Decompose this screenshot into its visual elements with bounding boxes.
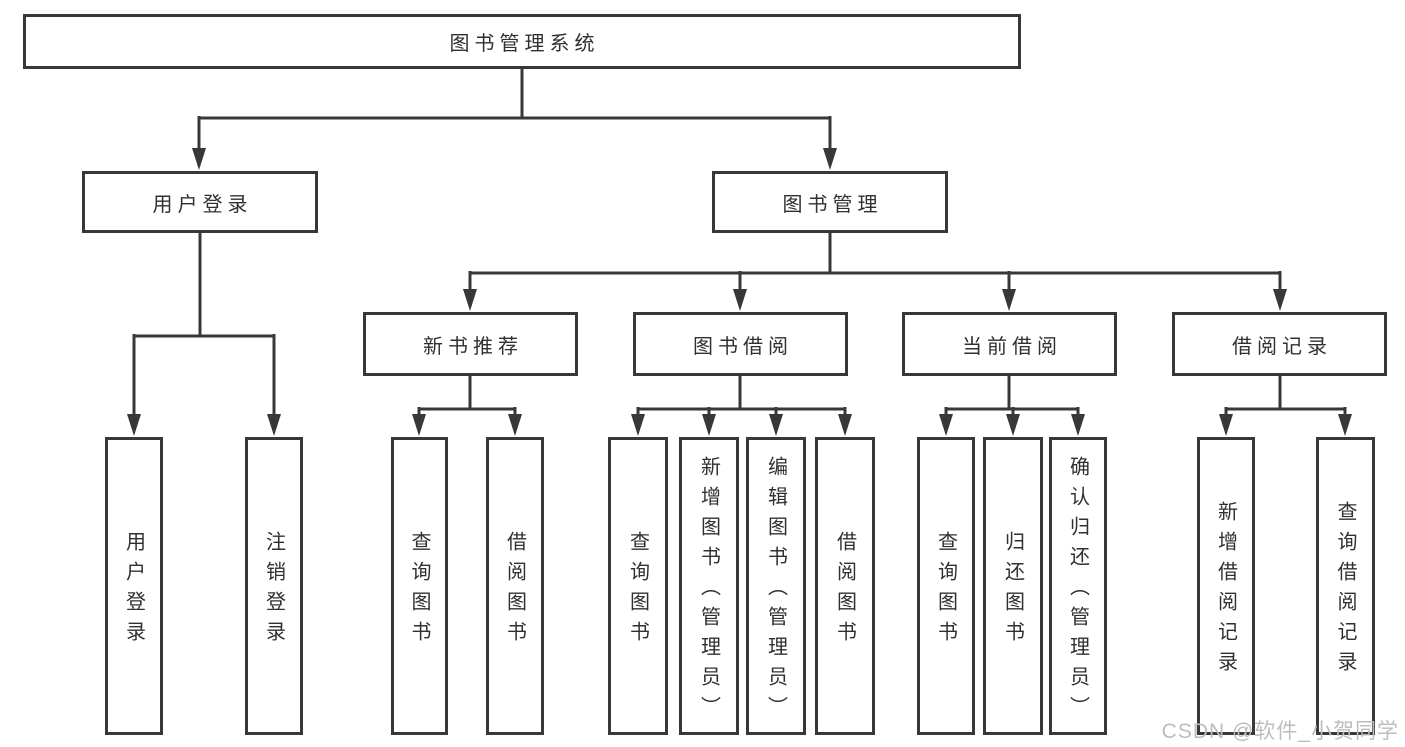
leaf-query-book-current: 查询图书	[917, 437, 975, 735]
node-current-borrow: 当前借阅	[902, 312, 1117, 376]
leaf-edit-book-admin: 编辑图书（管理员）	[746, 437, 806, 735]
leaf-user-login: 用户登录	[105, 437, 163, 735]
leaf-add-book-admin: 新增图书（管理员）	[679, 437, 739, 735]
leaf-query-book-borrow: 查询图书	[608, 437, 668, 735]
csdn-watermark: CSDN @软件_小贺同学	[1161, 720, 1399, 743]
node-new-book-recommend: 新书推荐	[363, 312, 578, 376]
leaf-return-book: 归还图书	[983, 437, 1043, 735]
node-book-management: 图书管理	[712, 171, 948, 233]
leaf-query-book-recommend: 查询图书	[391, 437, 448, 735]
arrow-down-icons	[127, 148, 1352, 436]
leaf-borrow-book-recommend: 借阅图书	[486, 437, 544, 735]
leaf-query-borrow-record: 查询借阅记录	[1316, 437, 1375, 735]
leaf-logout: 注销登录	[245, 437, 303, 735]
node-book-borrow: 图书借阅	[633, 312, 848, 376]
leaf-add-borrow-record: 新增借阅记录	[1197, 437, 1255, 735]
leaf-borrow-book: 借阅图书	[815, 437, 875, 735]
leaf-confirm-return-admin: 确认归还（管理员）	[1049, 437, 1107, 735]
node-user-login: 用户登录	[82, 171, 318, 233]
connector-path	[132, 69, 1347, 416]
node-borrow-record: 借阅记录	[1172, 312, 1387, 376]
node-root-system: 图书管理系统	[23, 14, 1021, 69]
